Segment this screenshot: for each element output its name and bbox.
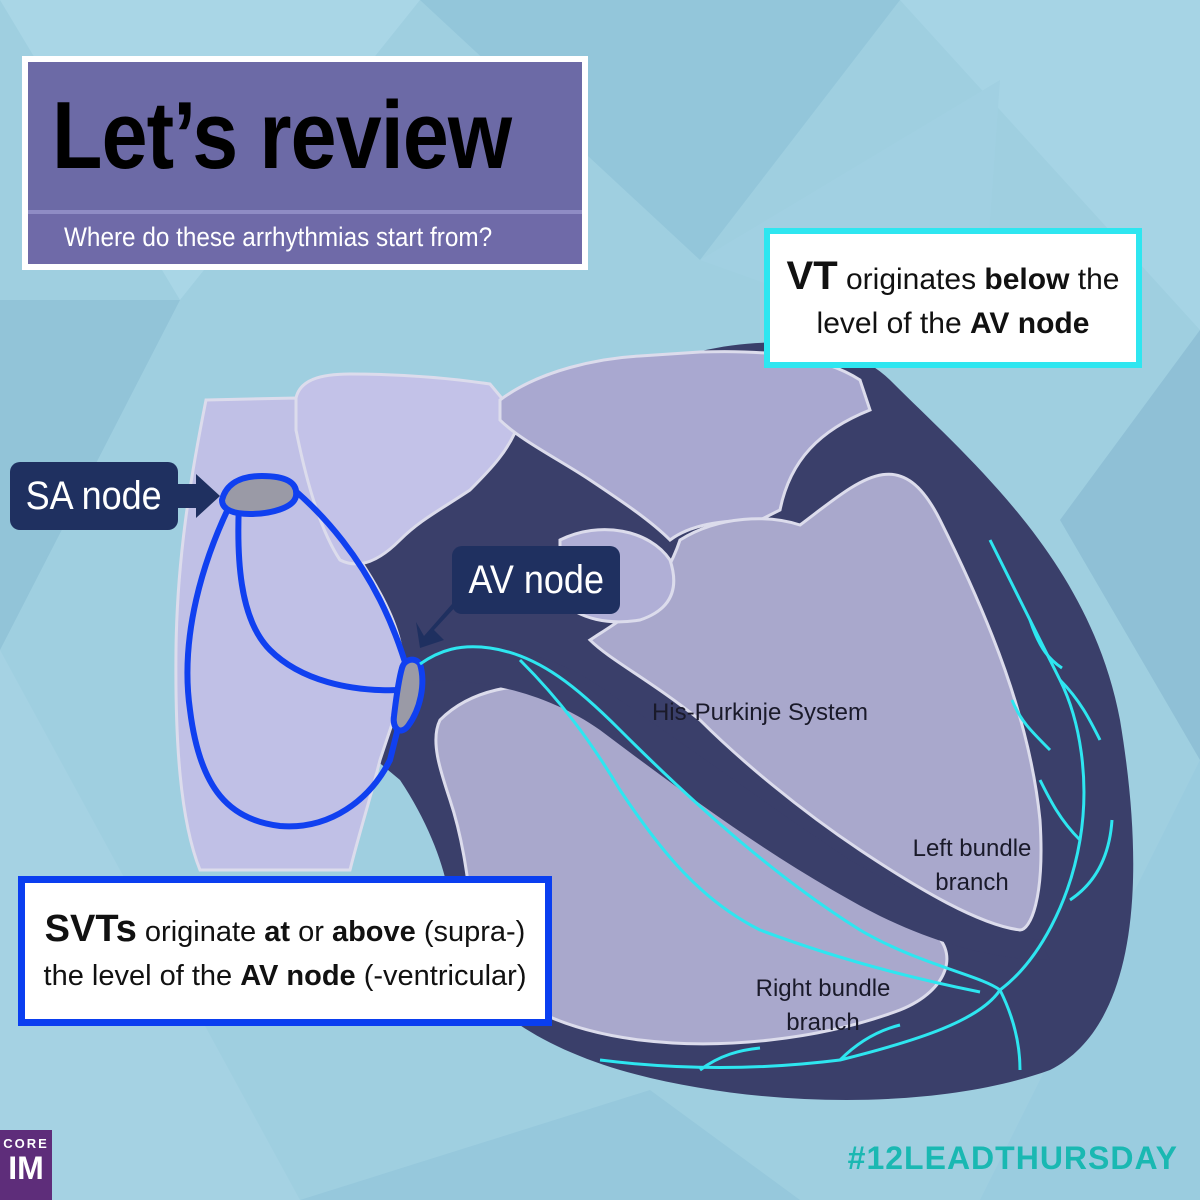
vt-line-1: VT originates below the (770, 254, 1136, 302)
vt-abbr: VT (787, 254, 838, 298)
page-title: Let’s review (52, 76, 499, 196)
title-box: Let’s review Where do these arrhythmias … (22, 56, 588, 270)
vt-info-box: VT originates below the level of the AV … (764, 228, 1142, 368)
av-node-callout: AV node (452, 546, 620, 614)
hashtag: #12LEADTHURSDAY (848, 1140, 1178, 1177)
svt-abbr: SVTs (45, 908, 137, 950)
core-im-logo: CORE IM (0, 1130, 52, 1200)
page-subtitle: Where do these arrhythmias start from? (64, 222, 492, 253)
sa-node-callout: SA node (10, 462, 178, 530)
svt-line-2: the level of the AV node (-ventricular) (25, 954, 545, 998)
his-purkinje-label: His-Purkinje System (640, 696, 880, 730)
sa-node (222, 476, 296, 514)
left-bundle-label: Left bundle branch (898, 832, 1046, 900)
svt-line-1: SVTs originate at or above (supra-) (25, 907, 545, 954)
right-bundle-label: Right bundle branch (748, 972, 898, 1040)
vt-line-2: level of the AV node (770, 302, 1136, 346)
svt-info-box: SVTs originate at or above (supra-) the … (18, 876, 552, 1026)
